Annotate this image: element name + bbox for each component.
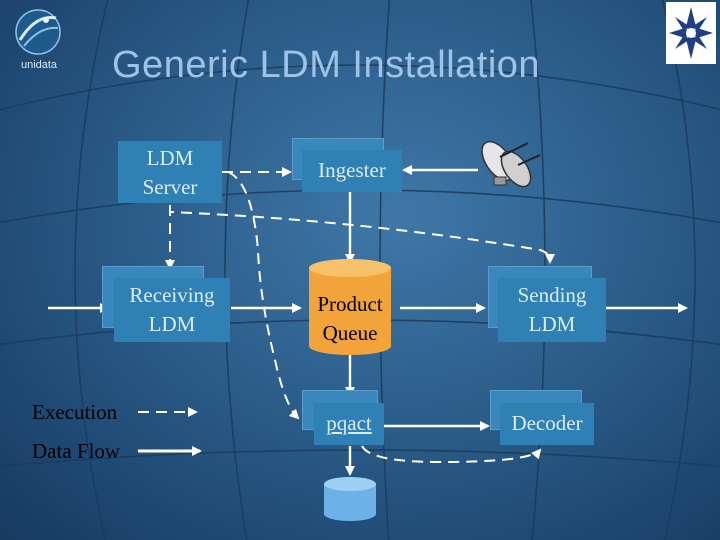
product-queue-label-line2: Queue — [322, 321, 378, 345]
sending-ldm-box: Sending LDM — [498, 278, 606, 342]
unidata-logo: unidata — [15, 9, 61, 71]
legend-execution-label: Execution — [32, 400, 118, 424]
product-queue-cylinder — [309, 259, 391, 355]
storage-cylinder — [324, 477, 376, 521]
decoder-box: Decoder — [500, 403, 594, 445]
exec-line-pqact-to-decoder — [361, 445, 542, 464]
sending-ldm-label-line1: Sending — [517, 283, 587, 307]
sending-ldm-label-line2: LDM — [528, 312, 576, 336]
logo-text: unidata — [21, 59, 58, 71]
decoder-label: Decoder — [511, 411, 583, 435]
receiving-ldm-label-line2: LDM — [148, 312, 196, 336]
pqact-label: pqact — [326, 411, 372, 435]
ucar-star-logo — [666, 2, 716, 64]
exec-line-server-to-sending — [169, 205, 555, 264]
ingester-box: Ingester — [302, 150, 402, 192]
receiving-ldm-label-line1: Receiving — [129, 283, 215, 307]
exec-line-server-to-pqact — [227, 171, 300, 420]
product-queue-label-line1: Product — [317, 292, 383, 316]
pqact-box: pqact — [314, 403, 384, 445]
ldm-server-label-line2: Server — [142, 175, 198, 199]
ldm-server-box: LDM Server — [118, 141, 222, 203]
ingester-label: Ingester — [318, 158, 386, 182]
legend-dataflow-label: Data Flow — [32, 439, 121, 463]
satellite-dish-icon — [481, 140, 541, 188]
receiving-ldm-box: Receiving LDM — [114, 278, 230, 342]
slide-title: Generic LDM Installation — [112, 44, 541, 86]
product-queue-label: Product Queue — [309, 290, 391, 348]
ldm-server-label-line1: LDM — [146, 146, 194, 170]
